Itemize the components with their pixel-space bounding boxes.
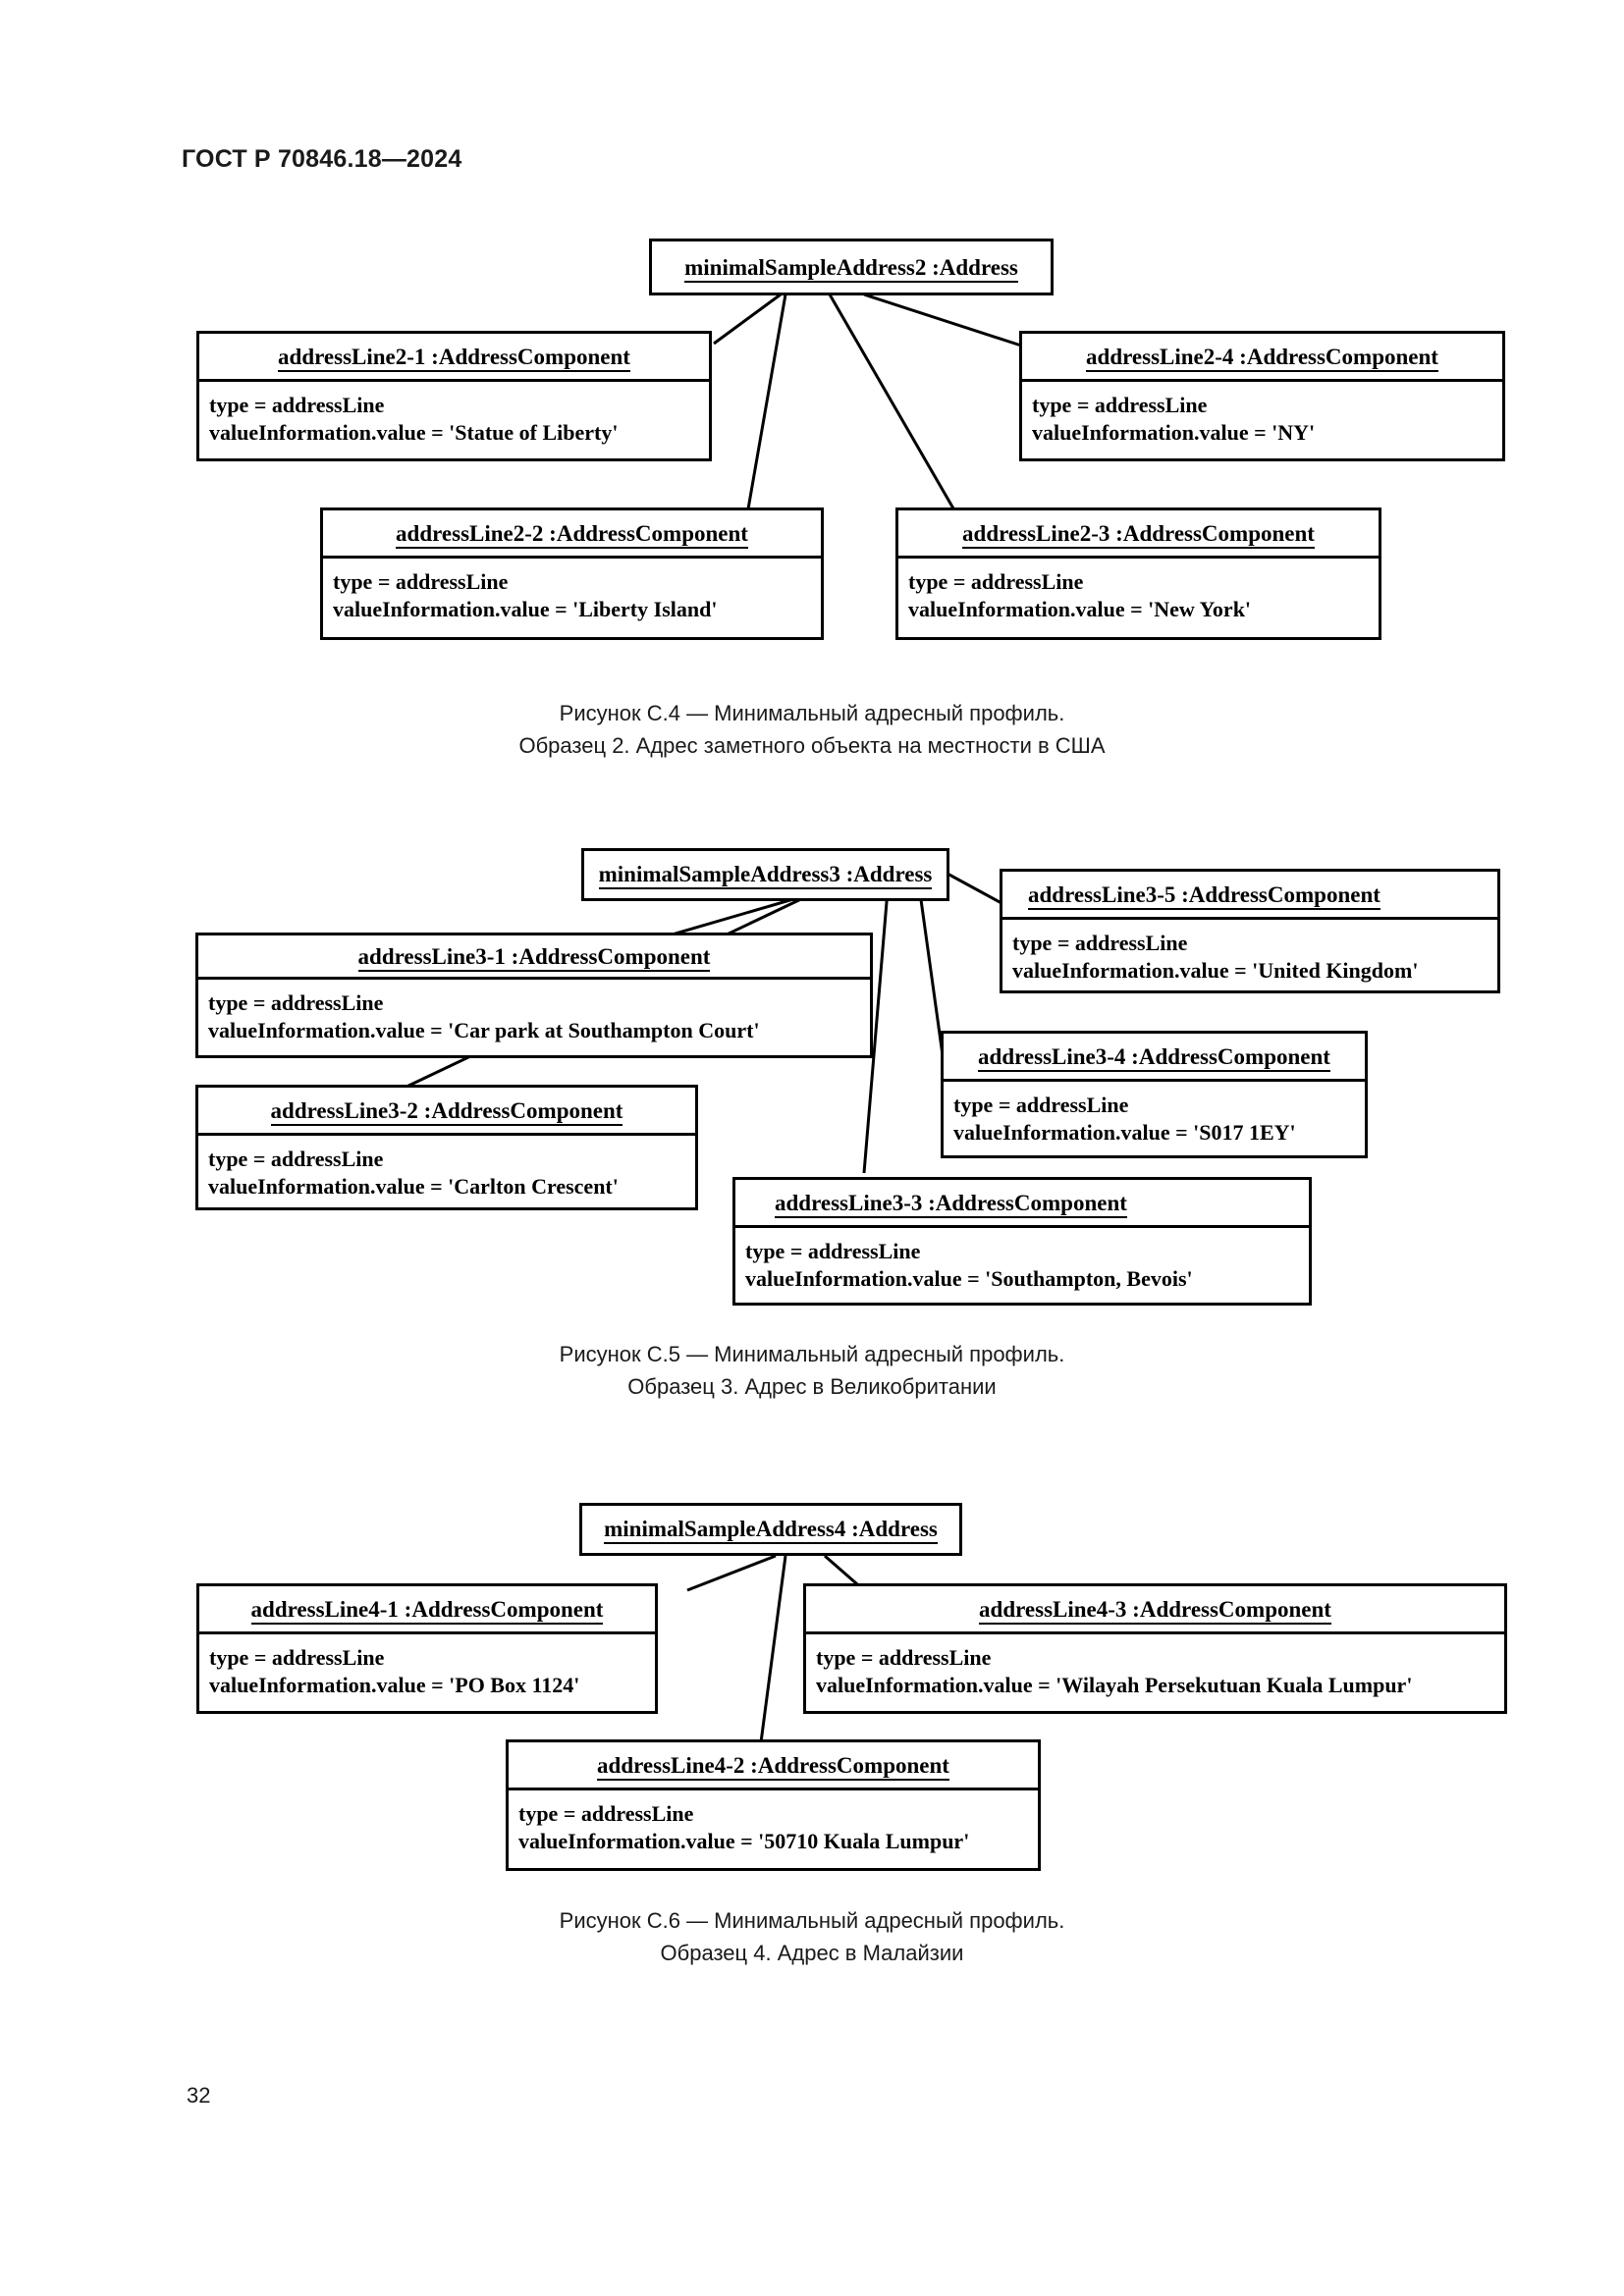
uml-compartment-divider <box>199 379 709 382</box>
uml-object-addressLine3-5[interactable]: addressLine3-5 :AddressComponent type = … <box>1000 869 1500 993</box>
uml-attribute: valueInformation.value = 'Statue of Libe… <box>209 420 619 445</box>
uml-object-attributes: type = addressLine valueInformation.valu… <box>509 1790 1038 1866</box>
uml-object-attributes: type = addressLine valueInformation.valu… <box>1002 920 1497 995</box>
uml-compartment-divider <box>735 1225 1309 1228</box>
uml-object-attributes: type = addressLine valueInformation.valu… <box>198 980 870 1055</box>
uml-attribute: valueInformation.value = 'Liberty Island… <box>333 597 718 621</box>
caption-line: Рисунок C.4 — Минимальный адресный профи… <box>559 701 1065 725</box>
page-number: 32 <box>187 2083 211 2108</box>
uml-attribute: valueInformation.value = 'Carlton Cresce… <box>208 1174 619 1199</box>
uml-attribute: type = addressLine <box>908 569 1084 594</box>
uml-object-title: addressLine3-5 :AddressComponent <box>1002 872 1497 917</box>
caption-line: Образец 2. Адрес заметного объекта на ме… <box>518 733 1106 758</box>
uml-object-addressLine4-2[interactable]: addressLine4-2 :AddressComponent type = … <box>506 1739 1041 1871</box>
uml-attribute: type = addressLine <box>745 1239 921 1263</box>
uml-object-addressLine3-2[interactable]: addressLine3-2 :AddressComponent type = … <box>195 1085 698 1210</box>
uml-object-attributes: type = addressLine valueInformation.valu… <box>323 559 821 634</box>
uml-attribute: valueInformation.value = 'United Kingdom… <box>1012 958 1419 983</box>
uml-object-addressLine2-2[interactable]: addressLine2-2 :AddressComponent type = … <box>320 507 824 640</box>
uml-object-title: addressLine4-3 :AddressComponent <box>806 1586 1504 1631</box>
uml-attribute: valueInformation.value = 'Car park at So… <box>208 1018 760 1042</box>
uml-object-addressLine4-3[interactable]: addressLine4-3 :AddressComponent type = … <box>803 1583 1507 1714</box>
uml-object-root-minimalSampleAddress3[interactable]: minimalSampleAddress3 :Address <box>581 848 949 901</box>
uml-object-attributes: type = addressLine valueInformation.valu… <box>806 1634 1504 1710</box>
uml-object-title: addressLine2-3 :AddressComponent <box>898 510 1379 556</box>
caption-line: Образец 3. Адрес в Великобритании <box>627 1374 997 1399</box>
uml-attribute: type = addressLine <box>816 1645 992 1670</box>
uml-object-title: addressLine3-3 :AddressComponent <box>735 1180 1309 1225</box>
uml-object-title: addressLine4-1 :AddressComponent <box>199 1586 655 1631</box>
caption-line: Образец 4. Адрес в Малайзии <box>660 1941 964 1965</box>
uml-attribute: valueInformation.value = 'NY' <box>1032 420 1316 445</box>
uml-attribute: type = addressLine <box>209 393 385 417</box>
uml-object-attributes: type = addressLine valueInformation.valu… <box>944 1082 1365 1157</box>
uml-object-addressLine2-3[interactable]: addressLine2-3 :AddressComponent type = … <box>895 507 1381 640</box>
uml-object-title: minimalSampleAddress4 :Address <box>582 1506 959 1552</box>
uml-object-title: addressLine2-2 :AddressComponent <box>323 510 821 556</box>
uml-object-title: addressLine2-4 :AddressComponent <box>1022 334 1502 379</box>
caption-line: Рисунок C.6 — Минимальный адресный профи… <box>559 1908 1065 1933</box>
uml-object-title: addressLine3-1 :AddressComponent <box>198 935 870 977</box>
uml-object-addressLine3-1[interactable]: addressLine3-1 :AddressComponent type = … <box>195 933 873 1058</box>
uml-object-attributes: type = addressLine valueInformation.valu… <box>199 382 709 457</box>
uml-object-addressLine3-4[interactable]: addressLine3-4 :AddressComponent type = … <box>941 1031 1368 1158</box>
uml-attribute: valueInformation.value = 'New York' <box>908 597 1252 621</box>
uml-compartment-divider <box>806 1631 1504 1634</box>
uml-attribute: valueInformation.value = 'Southampton, B… <box>745 1266 1193 1291</box>
uml-attribute: type = addressLine <box>1032 393 1208 417</box>
uml-object-title: addressLine2-1 :AddressComponent <box>199 334 709 379</box>
uml-compartment-divider <box>1022 379 1502 382</box>
figure-caption-c5: Рисунок C.5 — Минимальный адресный профи… <box>0 1338 1624 1403</box>
uml-object-title: minimalSampleAddress3 :Address <box>584 851 947 897</box>
uml-object-title: addressLine3-4 :AddressComponent <box>944 1034 1365 1079</box>
uml-object-root-minimalSampleAddress4[interactable]: minimalSampleAddress4 :Address <box>579 1503 962 1556</box>
uml-object-addressLine4-1[interactable]: addressLine4-1 :AddressComponent type = … <box>196 1583 658 1714</box>
uml-attribute: type = addressLine <box>209 1645 385 1670</box>
uml-object-addressLine2-1[interactable]: addressLine2-1 :AddressComponent type = … <box>196 331 712 461</box>
uml-object-attributes: type = addressLine valueInformation.valu… <box>735 1228 1309 1304</box>
uml-compartment-divider <box>199 1631 655 1634</box>
uml-object-title: minimalSampleAddress2 :Address <box>652 241 1051 294</box>
figure-caption-c6: Рисунок C.6 — Минимальный адресный профи… <box>0 1904 1624 1969</box>
uml-object-attributes: type = addressLine valueInformation.valu… <box>198 1136 695 1211</box>
uml-object-title: addressLine4-2 :AddressComponent <box>509 1742 1038 1788</box>
uml-attribute: type = addressLine <box>333 569 509 594</box>
uml-object-attributes: type = addressLine valueInformation.valu… <box>1022 382 1502 457</box>
uml-attribute: type = addressLine <box>953 1093 1129 1117</box>
uml-attribute: valueInformation.value = '50710 Kuala Lu… <box>518 1829 970 1853</box>
uml-object-root-minimalSampleAddress2[interactable]: minimalSampleAddress2 :Address <box>649 239 1054 295</box>
uml-attribute: type = addressLine <box>1012 931 1188 955</box>
uml-object-addressLine2-4[interactable]: addressLine2-4 :AddressComponent type = … <box>1019 331 1505 461</box>
uml-object-title: addressLine3-2 :AddressComponent <box>198 1088 695 1133</box>
uml-compartment-divider <box>944 1079 1365 1082</box>
uml-attribute: valueInformation.value = 'PO Box 1124' <box>209 1673 580 1697</box>
uml-attribute: valueInformation.value = 'S017 1EY' <box>953 1120 1296 1145</box>
uml-attribute: type = addressLine <box>208 990 384 1015</box>
uml-compartment-divider <box>509 1788 1038 1790</box>
uml-object-attributes: type = addressLine valueInformation.valu… <box>898 559 1379 634</box>
uml-attribute: valueInformation.value = 'Wilayah Persek… <box>816 1673 1413 1697</box>
figure-caption-c4: Рисунок C.4 — Минимальный адресный профи… <box>0 697 1624 762</box>
uml-compartment-divider <box>323 556 821 559</box>
uml-compartment-divider <box>898 556 1379 559</box>
uml-attribute: type = addressLine <box>208 1147 384 1171</box>
uml-compartment-divider <box>1002 917 1497 920</box>
uml-attribute: type = addressLine <box>518 1801 694 1826</box>
document-header-standard-number: ГОСТ Р 70846.18—2024 <box>182 145 462 173</box>
uml-object-addressLine3-3[interactable]: addressLine3-3 :AddressComponent type = … <box>732 1177 1312 1306</box>
caption-line: Рисунок C.5 — Минимальный адресный профи… <box>559 1342 1065 1366</box>
uml-object-attributes: type = addressLine valueInformation.valu… <box>199 1634 655 1710</box>
